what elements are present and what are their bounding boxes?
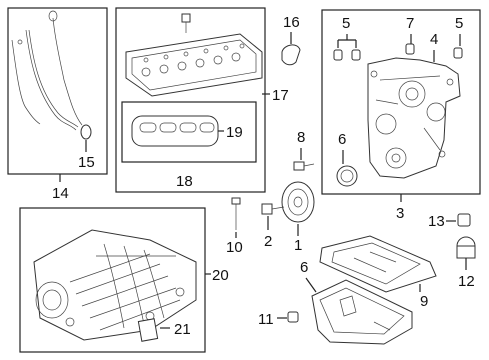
timing-cover-part	[367, 57, 461, 179]
callout-11: 10	[226, 239, 243, 256]
o-ring-part	[80, 124, 92, 140]
oil-pan-part	[311, 279, 413, 345]
damper-part	[281, 181, 315, 223]
callout-2: 2	[264, 233, 272, 250]
callout-3: 3	[396, 205, 404, 222]
callout-19: 18	[176, 173, 193, 190]
pan-gasket-part	[319, 235, 437, 293]
oil-pan-group: 6	[300, 259, 413, 345]
callout-4: 4	[430, 31, 438, 48]
callout-5a: 5	[342, 15, 350, 32]
damper-group: 1	[281, 181, 315, 254]
callout-18: 17	[272, 87, 289, 104]
callout-6: 6	[338, 131, 346, 148]
intake-manifold-group: 20 21	[19, 207, 229, 353]
callout-14: 13	[428, 213, 445, 230]
bolt-8-group: 8	[293, 129, 315, 171]
valve-cover-group: 17 19 18	[115, 7, 289, 193]
dipstick-group: 15 14	[7, 7, 108, 202]
timing-cover-group: 5 7 4 5 6 3	[321, 9, 481, 222]
grommet-part	[281, 44, 301, 66]
intake-gasket-part	[137, 318, 159, 342]
front-seal-part	[336, 165, 358, 187]
oil-filter-group: 13 12	[428, 213, 476, 290]
callout-16: 15	[78, 154, 95, 171]
box-21	[19, 207, 206, 353]
bolt-11-group: 10	[226, 197, 243, 256]
callout-13: 12	[458, 273, 475, 290]
pan-gasket-group: 9	[319, 235, 437, 310]
callout-12: 11	[258, 311, 274, 328]
callout-9: 6	[300, 259, 308, 276]
bolt-2-group: 2	[261, 203, 285, 250]
callout-1: 1	[294, 237, 302, 254]
callout-22: 21	[174, 321, 191, 338]
callout-21: 20	[212, 267, 229, 284]
box-18	[115, 7, 266, 193]
drain-plug-group: 11	[258, 311, 299, 328]
callout-15: 14	[52, 185, 69, 202]
callout-8: 8	[297, 129, 305, 146]
callout-5b: 5	[455, 15, 463, 32]
callout-17: 16	[283, 14, 300, 31]
box-15	[7, 7, 108, 175]
callout-7: 7	[406, 15, 414, 32]
grommet-group: 16	[281, 14, 301, 66]
callout-20: 19	[226, 124, 243, 141]
box-19	[121, 101, 257, 163]
valve-cover-part	[125, 33, 263, 97]
callout-10: 9	[420, 293, 428, 310]
